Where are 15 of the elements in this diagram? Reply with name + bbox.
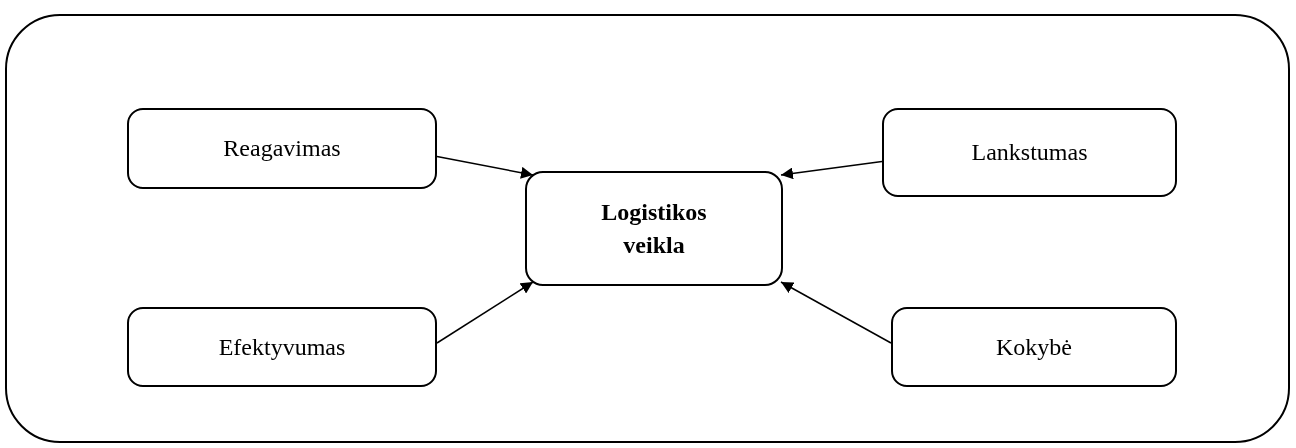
arrow bbox=[780, 160, 883, 180]
rounded-box bbox=[882, 108, 1177, 197]
rounded-box bbox=[525, 171, 783, 286]
box-label: Logistikos veikla bbox=[600, 198, 708, 260]
box-label: Efektyvumas bbox=[218, 332, 346, 362]
box-label: Reagavimas bbox=[223, 134, 341, 164]
arrow bbox=[436, 281, 534, 344]
frame-box bbox=[5, 14, 1290, 443]
box-label: Kokybė bbox=[996, 332, 1072, 362]
arrow bbox=[436, 155, 534, 179]
box-label: Lankstumas bbox=[971, 138, 1088, 168]
rounded-box bbox=[127, 307, 437, 387]
rounded-box bbox=[891, 307, 1177, 387]
rounded-box bbox=[127, 108, 437, 189]
arrow bbox=[780, 281, 892, 344]
